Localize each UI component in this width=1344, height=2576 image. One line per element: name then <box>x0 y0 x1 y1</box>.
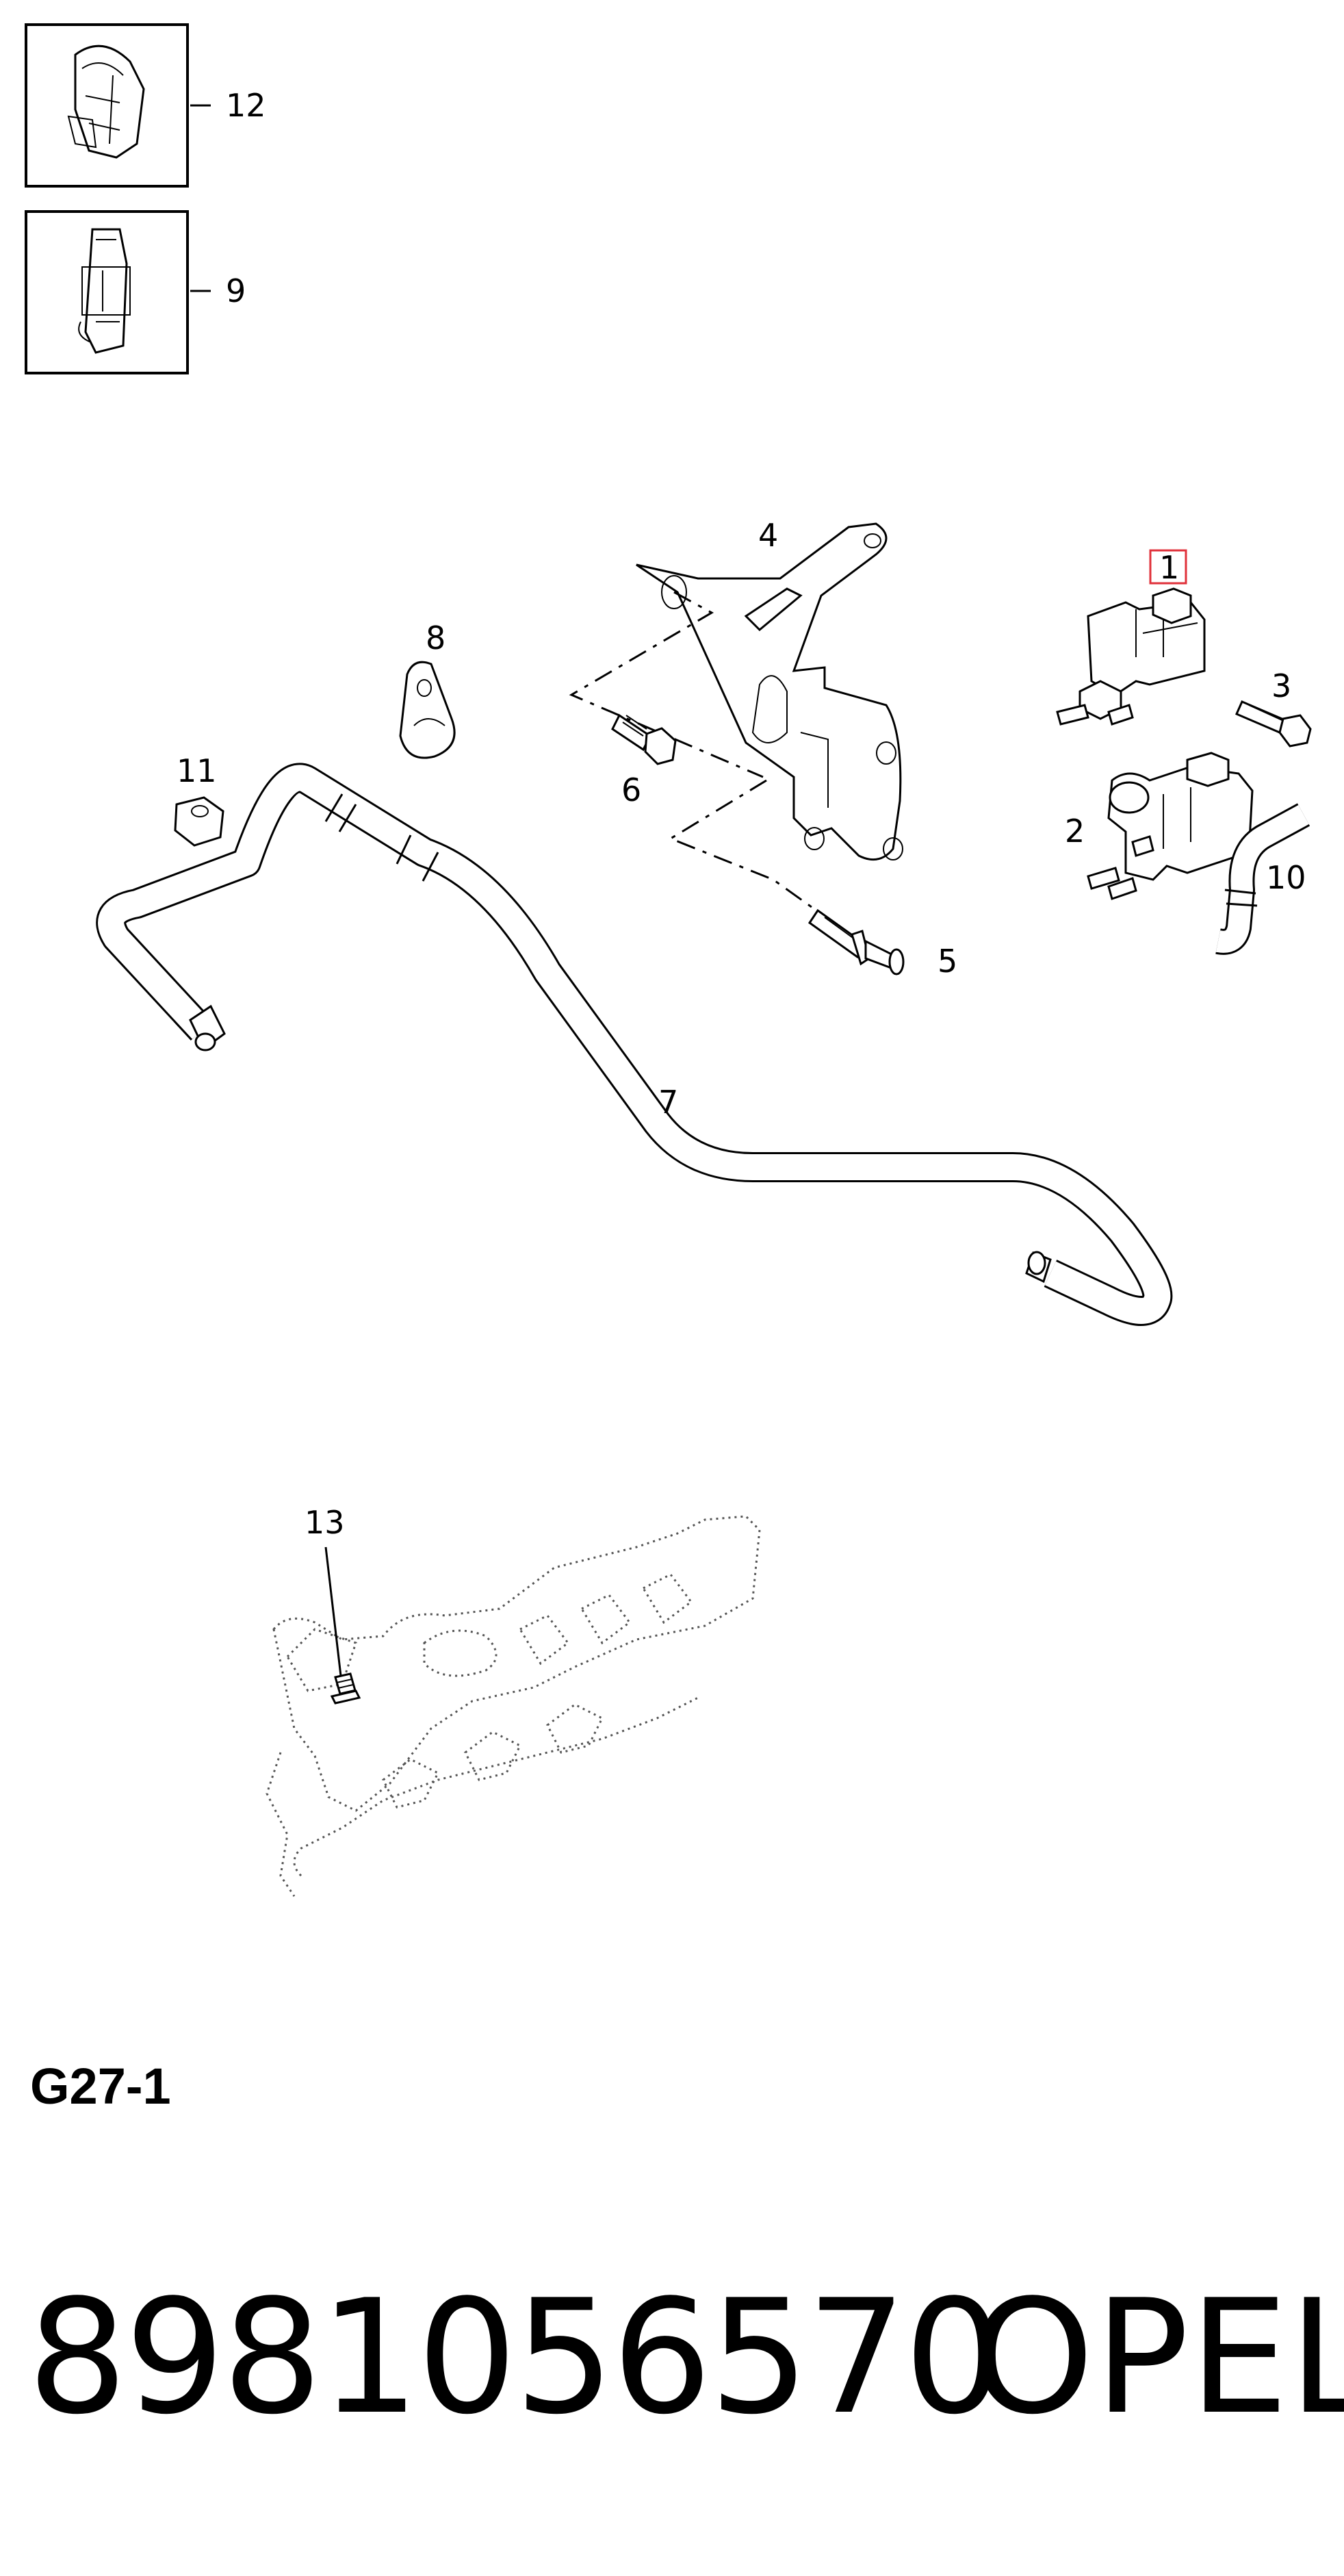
callout-3: 3 <box>1271 667 1291 704</box>
callout-1-highlight-box <box>1149 549 1187 585</box>
solenoid-valve-1: 1 <box>1056 549 1206 726</box>
hose-10: 10 <box>1215 803 1310 955</box>
callout-13: 13 <box>305 1504 345 1541</box>
section-label: G27-1 <box>30 2058 171 2115</box>
callout-6: 6 <box>621 771 641 808</box>
callout-7: 7 <box>658 1084 678 1121</box>
inset-clip-9: 9 <box>25 210 246 374</box>
callout-1: 1 <box>1159 549 1179 586</box>
vacuum-pipe-7: 7 <box>96 763 1173 1326</box>
callout-12: 12 <box>226 87 266 124</box>
callout-8: 8 <box>426 620 445 656</box>
nut-11: 11 <box>174 752 224 847</box>
p-clip-8: 8 <box>399 620 456 759</box>
footer-part-number: 8981056570 <box>27 2267 1004 2449</box>
inset-clip-12: 12 <box>25 23 266 188</box>
callout-10: 10 <box>1266 859 1306 896</box>
bracket-4: 4 <box>569 517 903 915</box>
callout-9: 9 <box>226 272 246 309</box>
intake-manifold-reference: 13 <box>266 1504 761 1897</box>
callout-5: 5 <box>938 943 957 980</box>
callout-11: 11 <box>177 752 217 789</box>
footer-brand: OPEL <box>970 2267 1344 2449</box>
bolt-6: 6 <box>611 713 677 808</box>
callout-4: 4 <box>758 517 778 554</box>
solenoid-valve-2: 2 <box>1065 752 1254 900</box>
bolt-3: 3 <box>1235 667 1312 748</box>
callout-2: 2 <box>1065 813 1085 850</box>
stud-5: 5 <box>807 908 957 980</box>
